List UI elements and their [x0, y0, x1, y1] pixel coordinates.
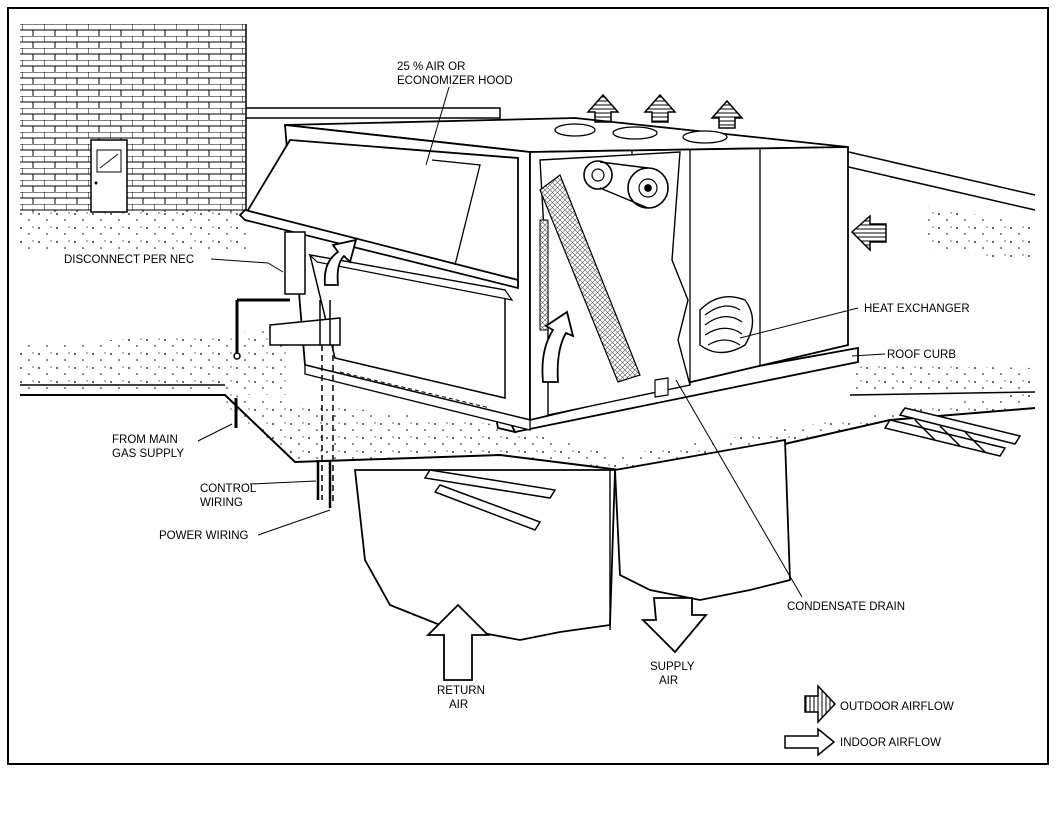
economizer-hood — [238, 139, 519, 290]
legend-indoor-arrow-icon — [784, 727, 836, 757]
label-heat-exchanger: HEAT EXCHANGER — [864, 303, 970, 315]
label-disconnect: DISCONNECT PER NEC — [64, 254, 194, 266]
ducts — [353, 438, 791, 641]
supply-duct — [614, 438, 791, 601]
disconnect-box — [284, 231, 306, 295]
label-hood-line1: 25 % AIR OR — [397, 61, 465, 73]
label-power-wiring: POWER WIRING — [159, 530, 248, 542]
label-control-line1: CONTROL — [200, 483, 257, 495]
outdoor-air-intake-arrow — [850, 214, 887, 252]
labels: 25 % AIR OR ECONOMIZER HOOD DISCONNECT P… — [64, 61, 970, 711]
indoor-airflow-arrows — [323, 238, 708, 681]
return-air-arrow — [425, 603, 491, 681]
label-return-line1: RETURN — [437, 685, 485, 697]
brick-building — [20, 24, 247, 213]
label-condensate-drain: CONDENSATE DRAIN — [787, 601, 905, 613]
drain-outlet — [654, 377, 669, 398]
label-gas-line1: FROM MAIN — [112, 434, 178, 446]
supply-air-arrow — [640, 597, 708, 654]
heat-exchanger-tubes — [699, 296, 754, 354]
label-hood-line2: ECONOMIZER HOOD — [397, 75, 513, 87]
label-gas-line2: GAS SUPPLY — [112, 448, 184, 460]
gas-valve-bracket — [269, 317, 341, 346]
label-supply-line2: AIR — [659, 675, 678, 687]
legend: OUTDOOR AIRFLOW INDOOR AIRFLOW — [784, 684, 954, 757]
roof-deck — [20, 205, 1036, 472]
evaporator-coil — [539, 174, 641, 383]
disconnect-and-gas — [233, 231, 341, 428]
label-control-line2: WIRING — [200, 497, 243, 509]
legend-indoor-airflow: INDOOR AIRFLOW — [840, 737, 941, 749]
label-roof-curb: ROOF CURB — [887, 349, 956, 361]
leader-lines — [197, 86, 886, 598]
wiring — [316, 345, 334, 508]
legend-outdoor-airflow: OUTDOOR AIRFLOW — [840, 701, 954, 713]
legend-outdoor-arrow-icon — [804, 684, 837, 724]
label-return-line2: AIR — [449, 699, 468, 711]
return-duct — [353, 469, 616, 641]
roof-joists — [423, 407, 1022, 531]
roof-parapet — [246, 107, 1036, 211]
outdoor-airflow-arrows — [586, 93, 887, 252]
label-supply-line1: SUPPLY — [650, 661, 695, 673]
